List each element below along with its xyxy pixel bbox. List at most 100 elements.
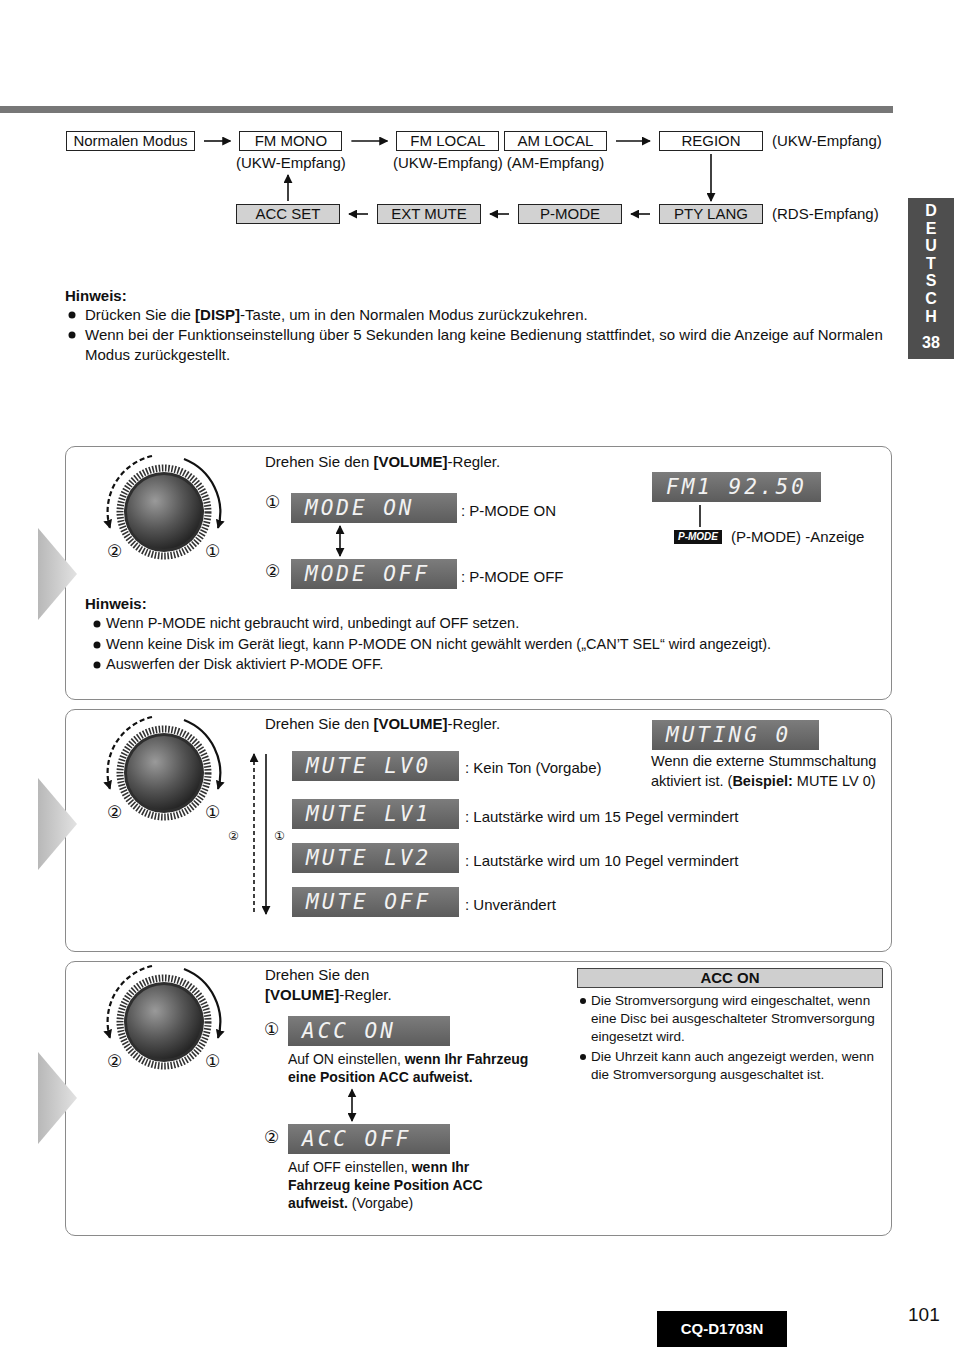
text-emphasis: [VOLUME] [373,715,447,732]
node-text: ACC OFF [288,1124,450,1154]
flow-arrow [339,526,341,556]
text-part: Drehen Sie den [265,966,369,983]
lcd-display: ACC ONAuf ON einstellen, wenn Ihr Fahrze… [288,1016,550,1086]
node-text: Drehen Sie den [VOLUME]-Regler. [265,965,415,1006]
note-text: Hinweis: [85,594,147,614]
node-caption: (UKW-Empfang) [236,154,346,172]
node-text: FM1 92.50 [652,472,821,502]
note-text: 101 [908,1302,940,1328]
text-part: MUTE LV 0) [793,773,876,789]
volume-knob [108,966,221,1066]
callout-number: ① [205,802,220,825]
lcd-display: FM1 92.50 [652,472,821,502]
callout-number: ② [228,828,239,844]
text-part: Auf OFF einstellen, [288,1159,412,1175]
node-text: P-MODE [678,531,718,543]
flow-arrow [490,213,509,215]
text-emphasis: Beispiel: [732,773,792,789]
lcd-display: MUTE LV1 [292,799,459,829]
direction-arrow [253,754,255,912]
flow-arrow [204,140,230,142]
mode-box: FM LOCAL(UKW-Empfang) [393,131,503,172]
bullet-dots [69,312,587,1061]
volume-knob [108,717,221,817]
node-text: MODE OFF [291,559,457,589]
lcd-display: MUTE LV2 [292,843,459,873]
text-part: -Regler. [448,715,501,732]
direction-arrow [265,754,267,914]
mode-box: PTY LANG(RDS-Empfang) [659,204,879,224]
note-text: Wenn keine Disk im Gerät liegt, kann P-M… [106,635,888,655]
node-text: MUTE LV0 [292,751,459,781]
callout-number: ② [264,1127,279,1150]
note-text: : Unverändert [465,895,556,915]
node-text: Normalen Modus [66,131,195,151]
node-text: ACC SET [236,204,340,224]
text-emphasis: [DISP] [195,306,240,323]
flow-arrow [699,505,701,527]
callout-number: ② [107,802,122,825]
flow-arrow [287,175,289,201]
note-text: : Lautstärke wird um 10 Pegel vermindert [465,851,738,871]
node-text: EXT MUTE [377,204,481,224]
node-caption: 38 [908,334,954,352]
callout-number: ② [107,541,122,564]
node-text: AM LOCAL [504,131,607,151]
node-text: ACC ON [578,969,882,987]
node-text: FM LOCAL [396,131,499,151]
callout-number: ① [205,541,220,564]
step-triangle [38,1052,77,1144]
node-text: CQ-D1703N [657,1311,787,1347]
node-text: Drehen Sie den [VOLUME]-Regler. [265,452,500,472]
flow-arrow [349,213,368,215]
note-text: : P-MODE ON [461,501,556,521]
step-triangle [38,778,77,870]
mode-box: EXT MUTE [377,204,481,224]
callout-number: ② [107,1051,122,1074]
note-text: Wenn P-MODE nicht gebraucht wird, unbedi… [106,614,886,634]
top-rule [0,106,893,113]
node-text: MODE ON [291,493,457,523]
text-emphasis: [VOLUME] [265,986,339,1003]
note-text: : Kein Ton (Vorgabe) [465,758,601,778]
note-text: Wenn die externe Stummschaltung aktivier… [651,752,883,791]
node-text: REGION [659,131,763,151]
note-text: Auswerfen der Disk aktiviert P-MODE OFF. [106,655,886,675]
model-plate: CQ-D1703N [657,1311,787,1347]
node-text: MUTE LV2 [292,843,459,873]
lcd-display: MUTE OFF [292,887,459,917]
node-caption: Auf ON einstellen, wenn Ihr Fahrzeug ein… [288,1050,550,1086]
node-caption: (RDS-Empfang) [772,205,879,223]
lcd-display: MUTING 0 [652,720,819,750]
flow-arrow [631,213,650,215]
text-emphasis: [VOLUME] [373,453,447,470]
node-text: FM MONO [239,131,342,151]
text-part: -Regler. [339,986,392,1003]
text-part: Drehen Sie den [265,715,373,732]
node-text: Drehen Sie den [VOLUME]-Regler. [265,714,500,734]
note-text: Drücken Sie die [DISP]-Taste, um in den … [85,305,885,325]
text-part: -Taste, um in den Normalen Modus zurückz… [240,306,588,323]
note-text: (P-MODE) -Anzeige [731,527,864,547]
mode-box: P-MODE [518,204,622,224]
step-panel: Drehen Sie den [VOLUME]-Regler.MUTE LV0M… [65,709,892,952]
node-caption: Auf OFF einstellen, wenn Ihr Fahrzeug ke… [288,1158,500,1213]
flow-arrow [351,1089,353,1121]
callout-number: ② [265,561,280,584]
callout-number: ① [264,1019,279,1042]
node-text: P-MODE [518,204,622,224]
lcd-display: ACC OFF Auf OFF einstellen, wenn Ihr Fahr… [288,1124,500,1213]
callout-number: ① [274,828,285,844]
flow-arrow [616,140,650,142]
section-header: ACC ON [577,968,883,988]
text-part: (Vorgabe) [348,1195,413,1211]
note-text: : P-MODE OFF [461,567,564,587]
callout-number: ① [265,492,280,515]
node-caption: (UKW-Empfang) [772,132,882,150]
mode-box: ACC SET [236,204,340,224]
text-part: Drehen Sie den [265,453,373,470]
node-text: DEUTSCH [923,202,939,325]
note-text: Die Stromversorgung wird eingeschaltet, … [591,992,883,1047]
